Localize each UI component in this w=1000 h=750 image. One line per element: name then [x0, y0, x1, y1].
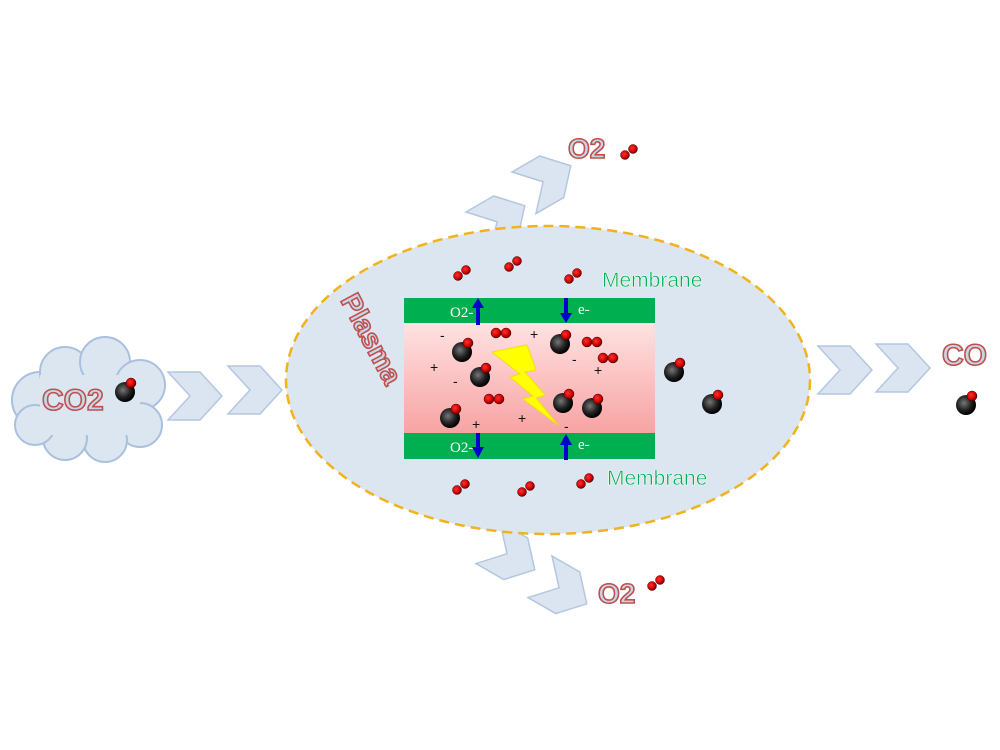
inlet-arrow-icon — [167, 371, 223, 421]
co2-label: CO2 — [42, 384, 104, 417]
outlet-arrow-icon — [875, 343, 931, 393]
membrane-bottom-label: Membrane — [607, 467, 707, 490]
minus-charge: - — [572, 351, 577, 367]
o2-molecule-icon — [620, 144, 638, 160]
minus-charge: - — [440, 327, 445, 343]
electron-bottom-label: e- — [578, 437, 590, 453]
electron-top-label: e- — [578, 302, 590, 318]
o2-down-arrow-icon — [527, 555, 600, 626]
arrow-up-icon — [560, 434, 572, 460]
membrane-top-label: Membrane — [602, 269, 702, 292]
o2-molecule-icon — [647, 575, 665, 591]
plus-charge: + — [430, 359, 438, 375]
outlet-arrow-icon — [817, 345, 873, 395]
arrow-down-icon — [560, 298, 572, 323]
minus-charge: - — [564, 418, 569, 434]
ion-arrows — [472, 298, 572, 460]
o2-bottom-label: O2 — [598, 578, 635, 609]
inlet-arrow-icon — [227, 365, 283, 415]
o2-top-label: O2 — [568, 133, 605, 164]
arrow-up-icon — [472, 298, 484, 325]
co-product-label: CO — [942, 339, 987, 372]
minus-charge: - — [453, 373, 458, 389]
membrane-bottom — [404, 433, 655, 459]
plus-charge: + — [530, 326, 538, 342]
arrow-down-icon — [472, 433, 484, 458]
plus-charge: + — [594, 362, 602, 378]
plus-charge: + — [518, 410, 526, 426]
lightning-icon — [490, 344, 559, 426]
membrane-top — [404, 298, 655, 323]
oxide-ion-bottom-label: O2- — [450, 440, 473, 456]
co-molecule-icon — [955, 390, 978, 416]
oxide-ion-top-label: O2- — [450, 305, 473, 321]
plus-charge: + — [472, 416, 480, 432]
